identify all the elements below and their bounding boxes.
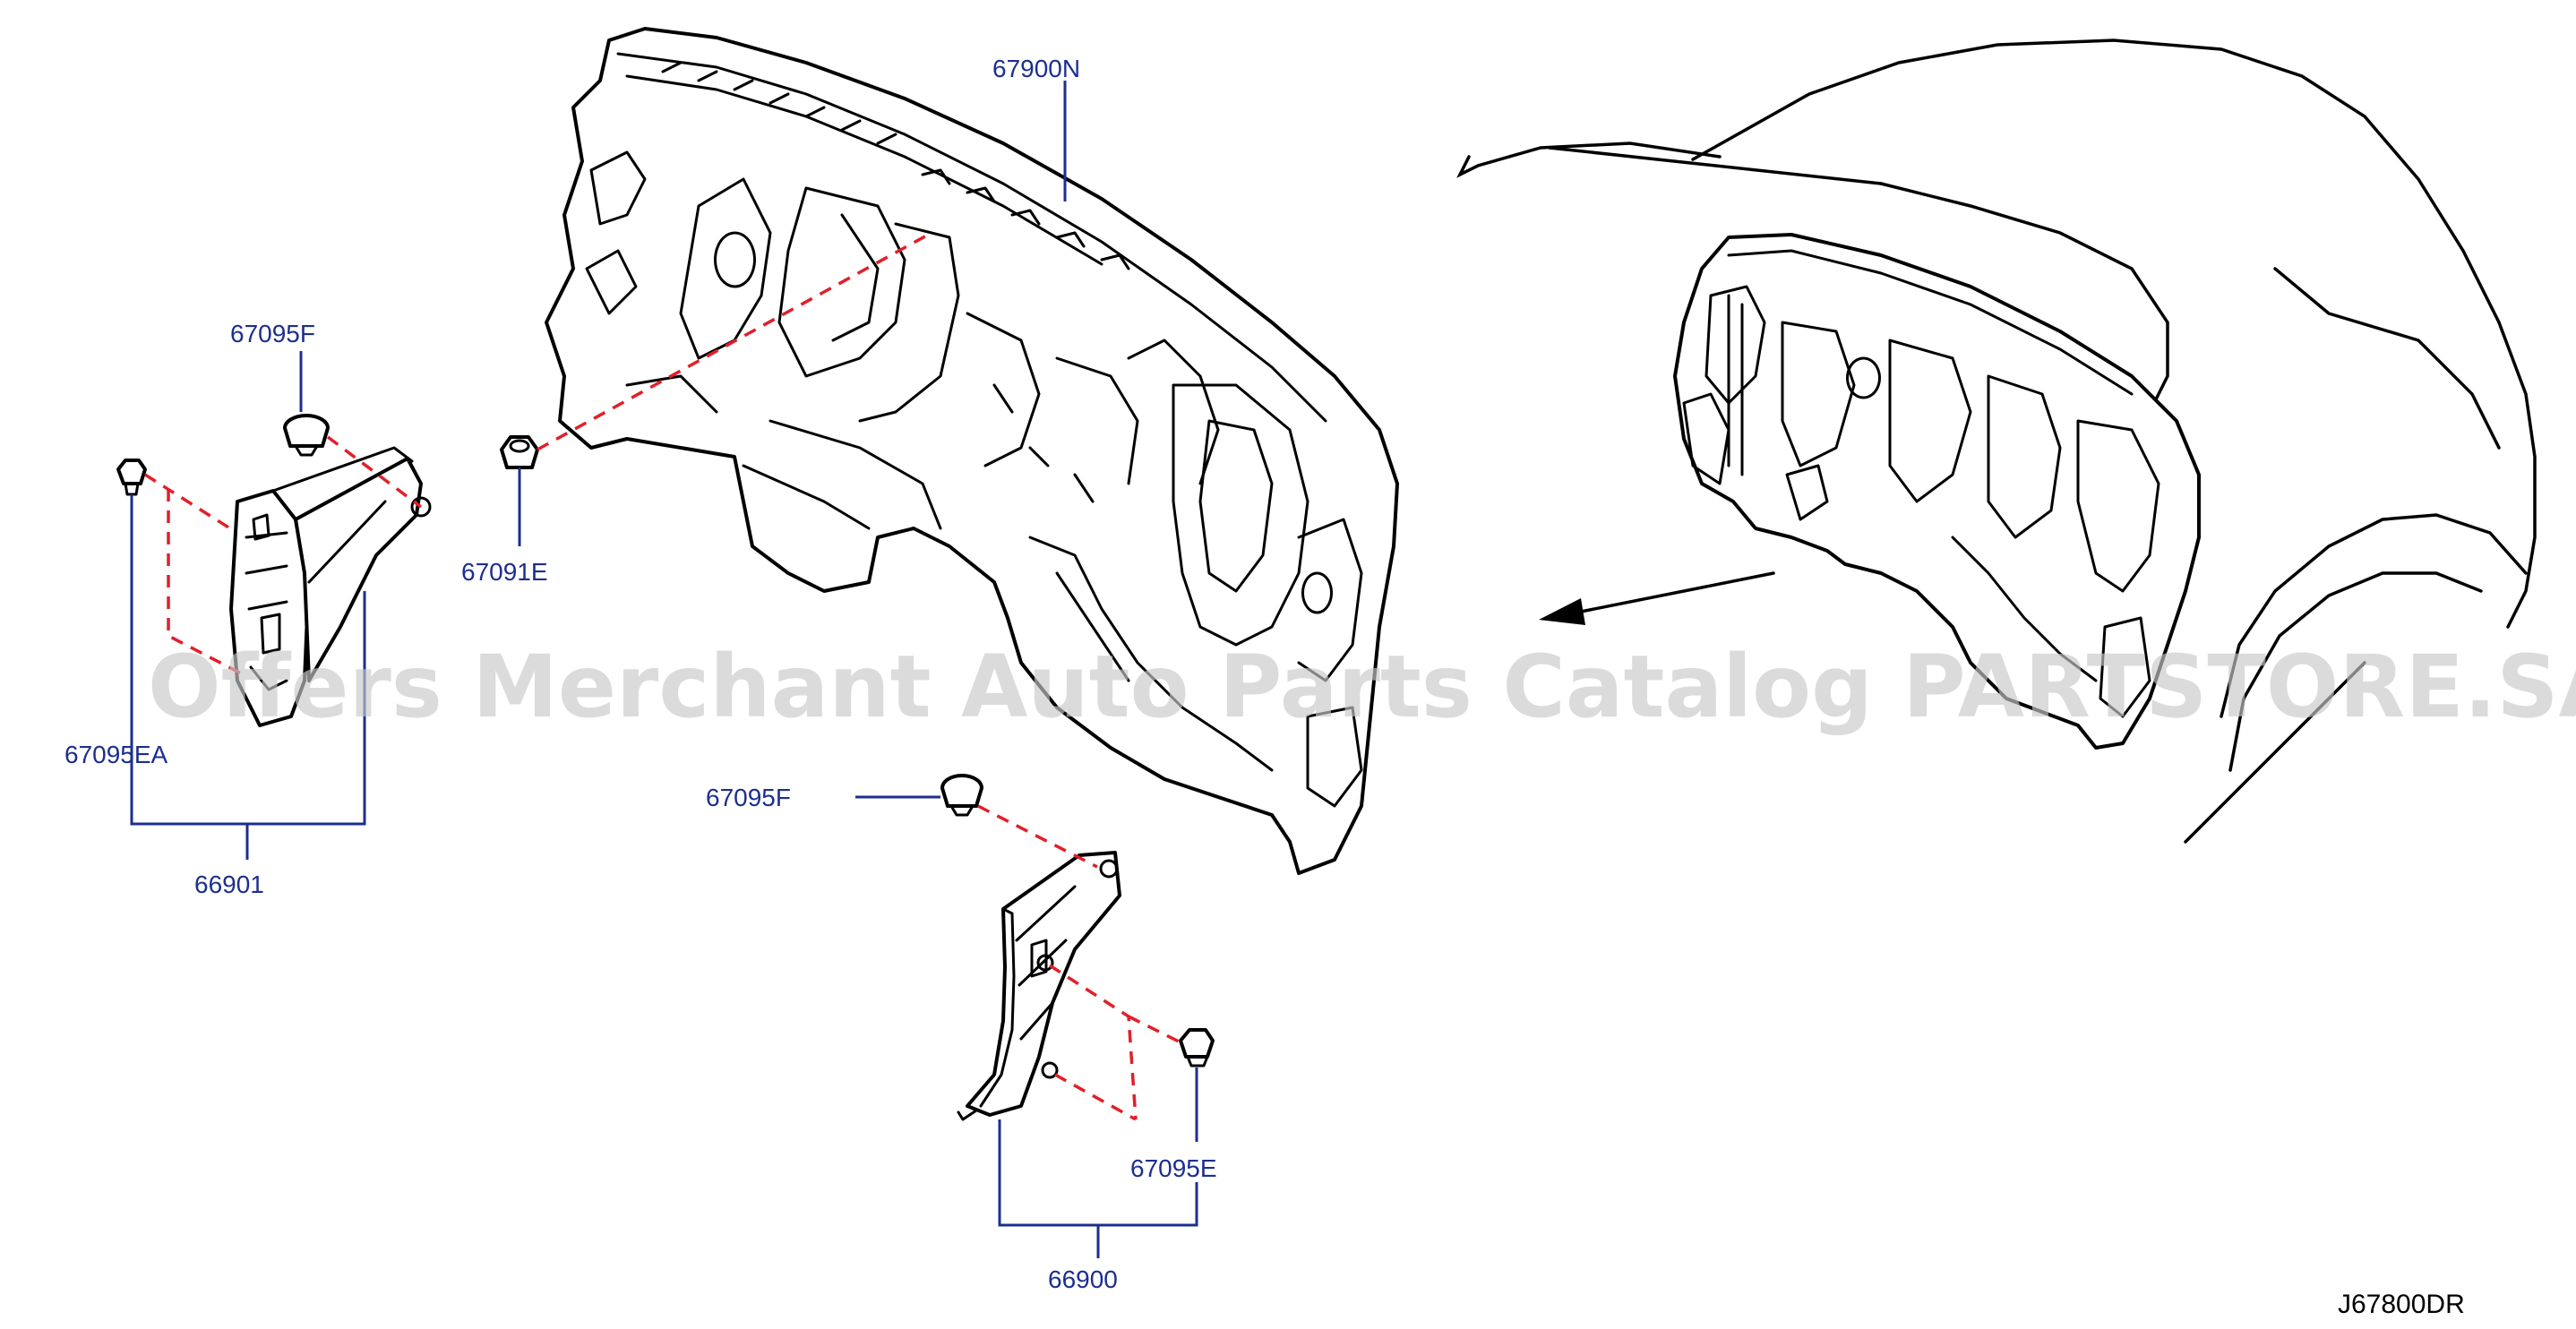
- install-dashed-lines: [144, 231, 1183, 1121]
- finisher-66900-drawing: [957, 851, 1121, 1121]
- label-67095f-lower[interactable]: 67095F: [706, 784, 791, 811]
- grommet-67091e-drawing: [500, 435, 539, 469]
- finisher-66901-drawing: [229, 446, 432, 727]
- clip-67095ea-drawing: [116, 459, 147, 496]
- label-67095ea[interactable]: 67095EA: [64, 741, 168, 768]
- direction-arrow: [1539, 571, 1775, 625]
- leader-lines: [130, 81, 1198, 1258]
- watermark-text: Offers Merchant Auto Parts Catalog PARTS…: [148, 637, 2576, 737]
- clip-67095f-upper-drawing: [283, 414, 330, 457]
- clip-67095f-lower-drawing: [940, 774, 983, 817]
- label-67095f-upper[interactable]: 67095F: [230, 320, 315, 347]
- label-66901[interactable]: 66901: [194, 870, 264, 898]
- dash-panel-drawing: [545, 27, 1399, 875]
- label-67095e[interactable]: 67095E: [1130, 1154, 1217, 1182]
- vehicle-context-drawing: [1456, 39, 2537, 844]
- label-67091e[interactable]: 67091E: [461, 558, 548, 586]
- diagram-code: J67800DR: [2338, 1290, 2465, 1319]
- label-67900n[interactable]: 67900N: [992, 55, 1080, 82]
- clip-67095e-drawing: [1179, 1028, 1215, 1067]
- label-66900[interactable]: 66900: [1048, 1265, 1118, 1293]
